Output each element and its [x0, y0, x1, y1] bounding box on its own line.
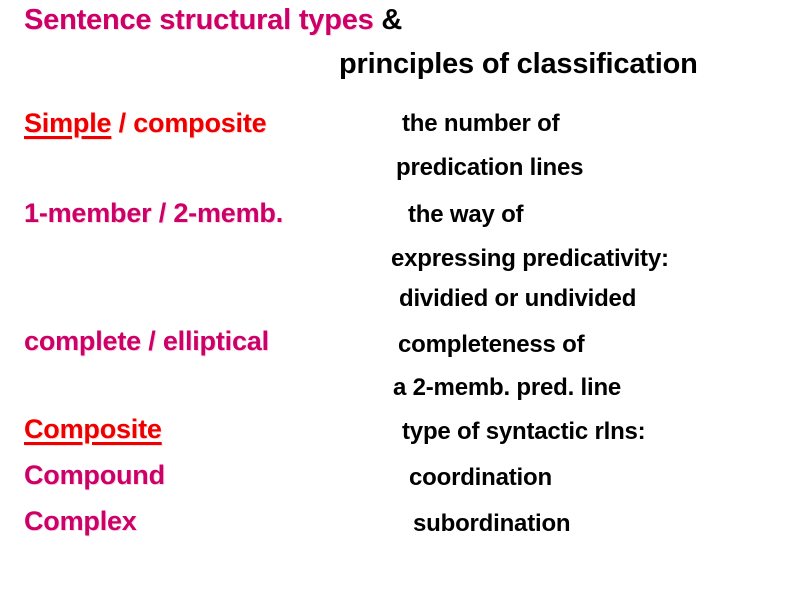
criterion-line-10: subordination [413, 510, 571, 537]
term-composite-tail: / composite [111, 108, 267, 138]
criterion-line-1: the number of [402, 110, 560, 137]
criterion-line-4: expressing predicativity: [391, 245, 669, 272]
criterion-line-8: type of syntactic rlns: [402, 418, 646, 445]
criterion-line-5: dividied or undivided [399, 285, 637, 312]
criterion-line-6: completeness of [398, 331, 585, 358]
term-simple-composite: Simple / composite [24, 108, 267, 138]
term-composite: Composite [24, 414, 162, 444]
title-ampersand: & [373, 4, 403, 36]
criterion-line-2: predication lines [396, 154, 584, 181]
criterion-line-3: the way of [408, 201, 524, 228]
slide-title-line-1: Sentence structural types & [24, 6, 402, 35]
title-highlight-text: Sentence structural types [24, 4, 374, 36]
term-complete-elliptical: complete / elliptical [24, 326, 269, 356]
criterion-line-7: a 2-memb. pred. line [393, 374, 622, 401]
criterion-line-9: coordination [409, 464, 552, 491]
slide-title-line-2: principles of classification [339, 48, 698, 80]
term-complex: Complex [24, 506, 137, 536]
term-compound: Compound [24, 460, 165, 490]
term-one-member-two-member: 1-member / 2-memb. [24, 198, 283, 228]
term-simple-underlined: Simple [24, 108, 112, 138]
